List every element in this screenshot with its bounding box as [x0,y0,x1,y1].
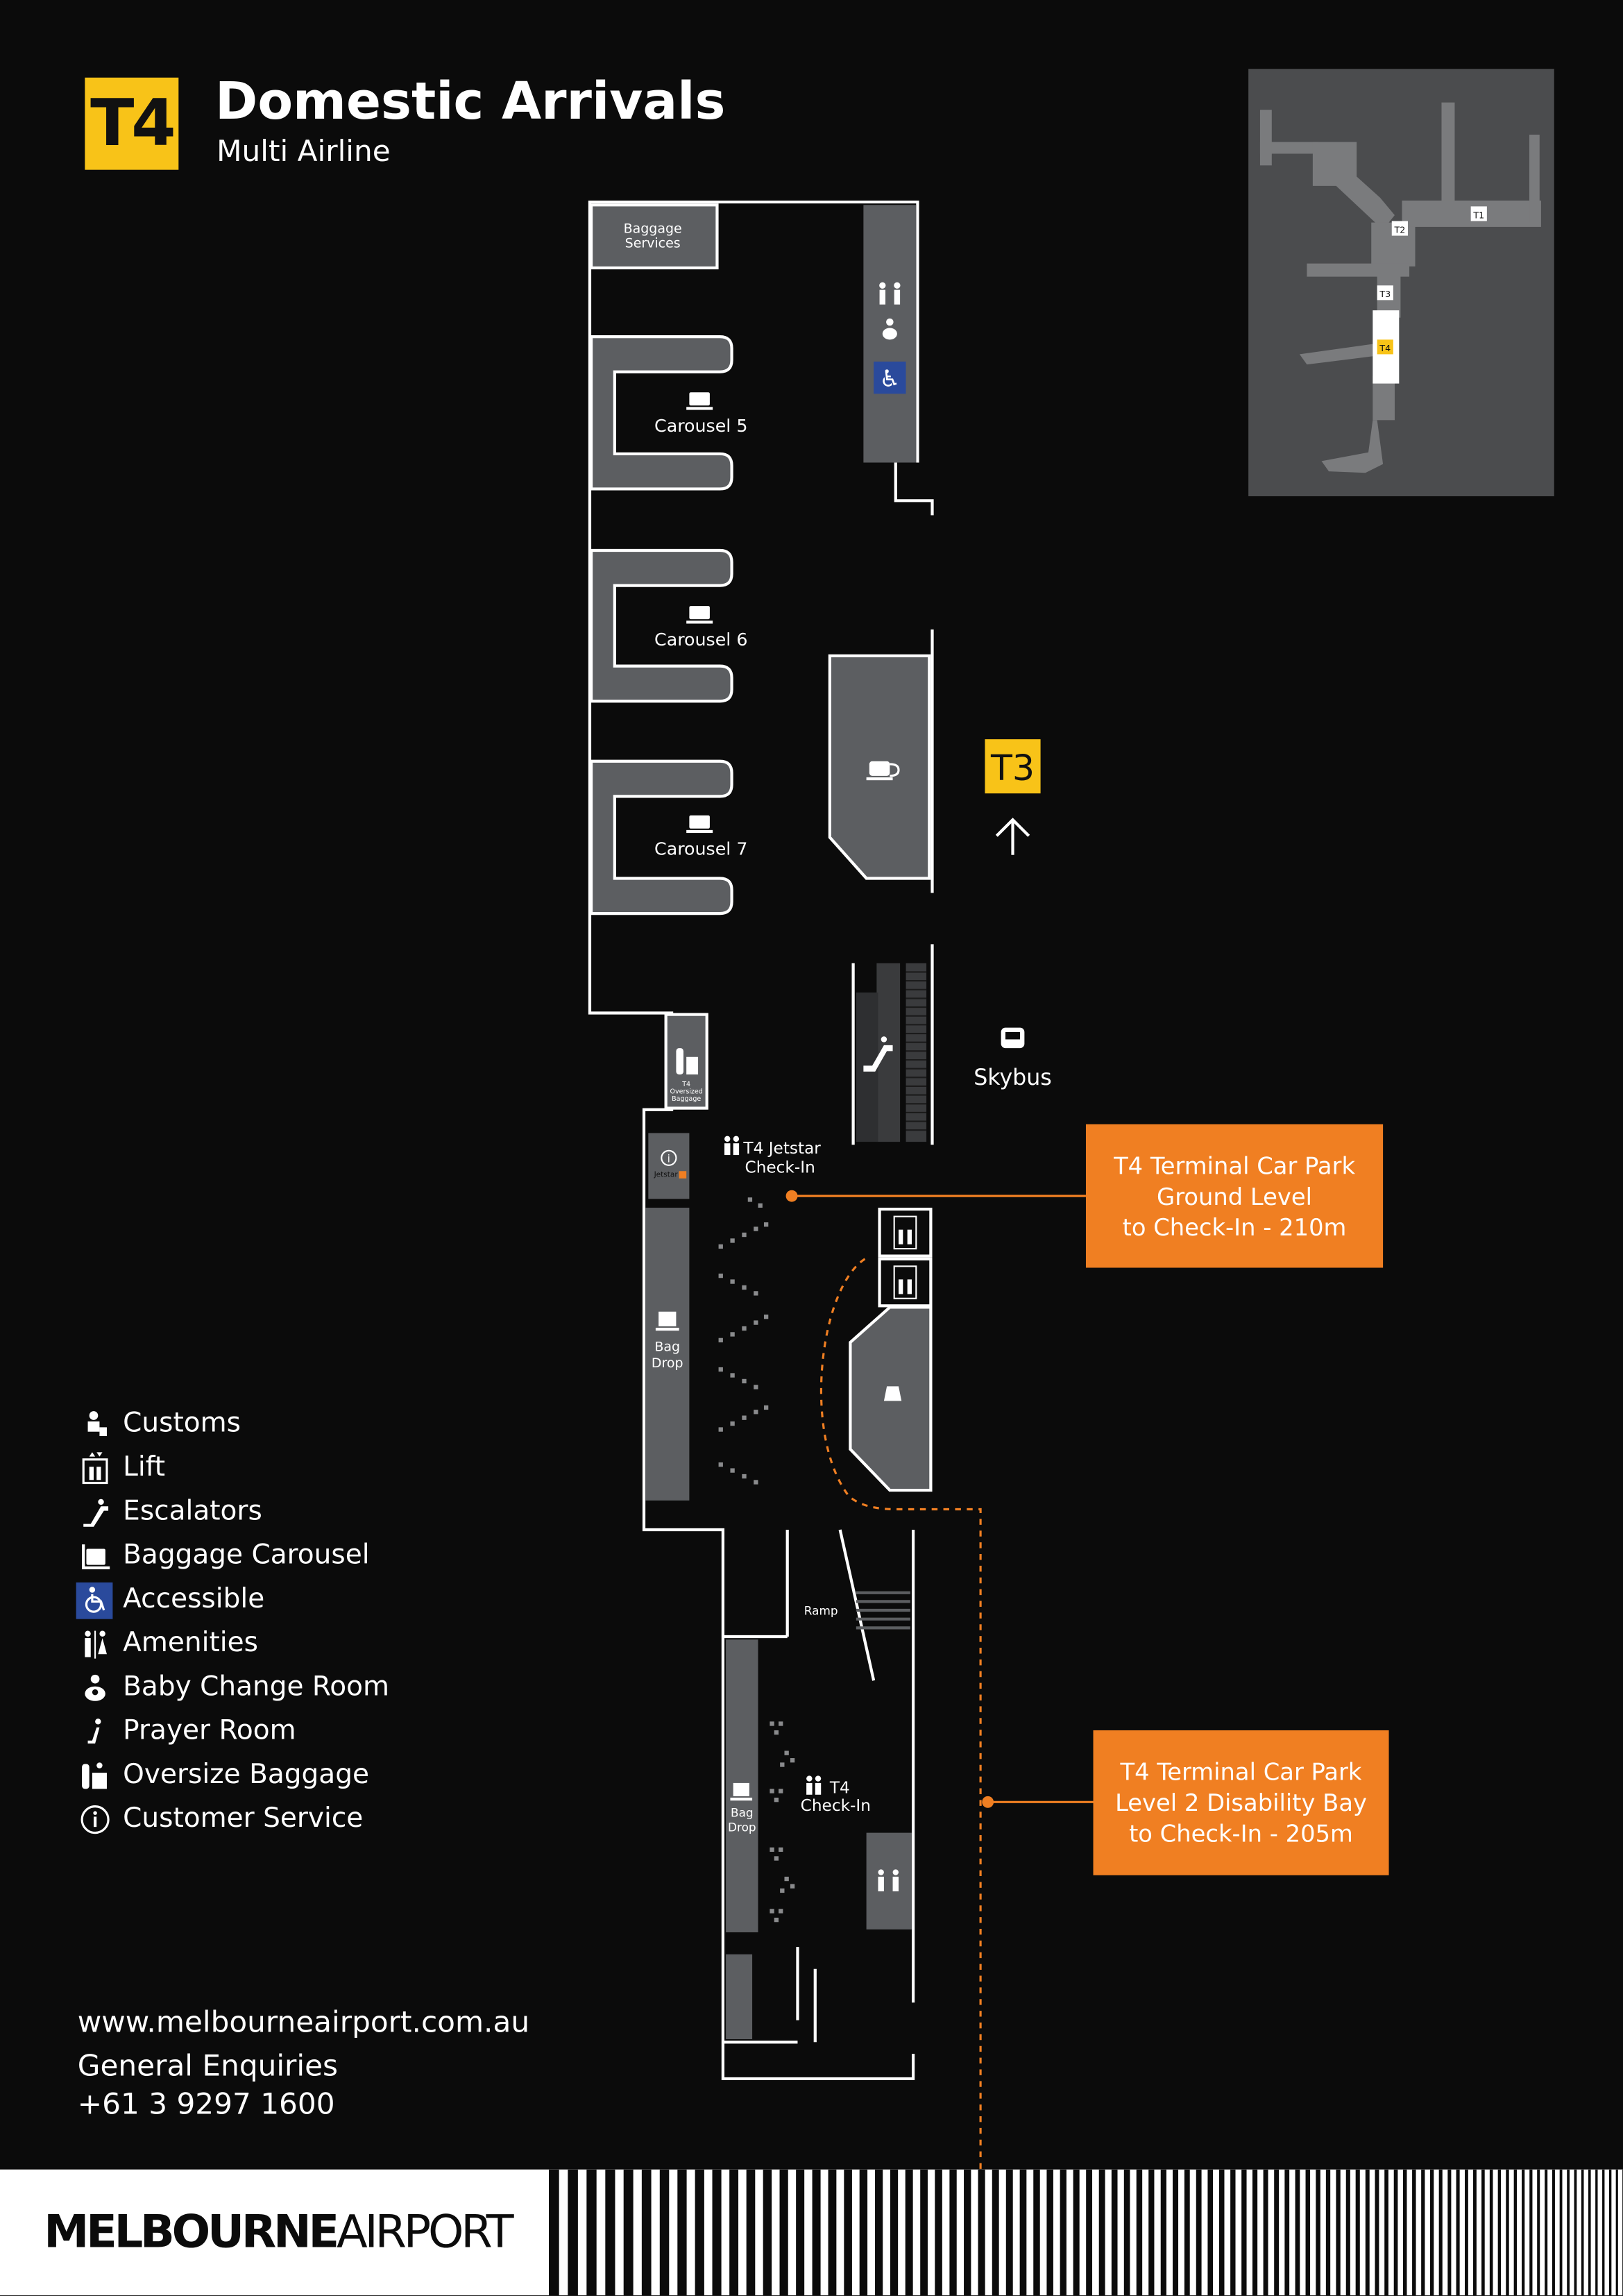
shopping-bag-icon [883,1386,902,1401]
carousel-5 [589,335,733,491]
queue-markers-1 [718,1197,769,1485]
oversize-baggage-icon [76,1757,113,1794]
svg-text:Check-In: Check-In [801,1796,871,1815]
lift-2 [878,1257,933,1308]
enquiries-label: General Enquiries [77,2048,339,2084]
checkin-icon [724,1136,740,1156]
inset-t3-label: T3 [1379,289,1391,299]
baby-change-icon [76,1669,113,1706]
t4-checkin-label: T4 [829,1779,850,1798]
svg-text:T3: T3 [990,748,1035,788]
footer-stripes [548,2169,1623,2296]
logo-light: AIRPORT [336,2206,514,2259]
airport-logo: MELBOURNEAIRPORT [44,2203,514,2261]
jetstar-checkin-label: T4 Jetstar [742,1139,821,1158]
baggage-services-room: Baggage Services [589,203,719,270]
page-subtitle: Multi Airline [216,133,391,169]
lift-icon [76,1450,113,1487]
amenities-icon [76,1626,113,1662]
inset-overview-map: T2 T1 T3 T4 [1248,69,1554,496]
route-box-ground-level: T4 Terminal Car Park Ground Level to Che… [1085,1124,1384,1268]
carousel-7 [589,759,733,915]
prayer-room-icon [76,1714,113,1750]
legend-item: Amenities [76,1622,516,1666]
legend-item: Accessible [76,1578,516,1622]
amenities-room: ♿ [863,205,917,463]
baby-change-icon [882,318,897,340]
svg-text:Oversized: Oversized [670,1088,703,1096]
ramp-label: Ramp [804,1603,838,1617]
website-link[interactable]: www.melbourneairport.com.au [77,2004,530,2039]
inset-t1-label: T1 [1472,210,1484,220]
svg-text:Bag: Bag [731,1805,754,1819]
escalator-icon [863,1036,893,1072]
phone-number[interactable]: +61 3 9297 1600 [77,2086,335,2122]
arrow-up-icon [995,818,1030,855]
carousel-icons [686,392,713,834]
skybus-label: Skybus [974,1065,1052,1090]
contact-info: www.melbourneairport.com.au General Enqu… [78,2002,529,2122]
bag-drop-2: Bag Drop [726,1639,758,2039]
t3-badge [985,739,1041,794]
footer-bar [0,2169,1623,2296]
svg-text:Services: Services [625,235,681,251]
oversize-baggage-room: T4 Oversized Baggage [664,1013,708,1110]
legend-item: Customer Service [76,1798,516,1841]
legend-item: Escalators [76,1490,516,1534]
coffee-icon [866,761,900,781]
lift-1 [878,1208,933,1258]
carousel-6-label: Carousel 6 [654,630,747,650]
svg-text:Bag: Bag [654,1340,680,1355]
logo-bold: MELBOURNE [44,2206,339,2259]
stairs [856,1591,910,1630]
svg-text:Baggage: Baggage [624,221,682,236]
svg-text:i: i [668,1154,670,1165]
accessible-icon [76,1581,113,1619]
legend-item: Baby Change Room [76,1666,516,1710]
queue-markers-2 [770,1721,795,1923]
legend-item: Oversize Baggage [76,1754,516,1798]
skybus-stop: Skybus [974,1027,1052,1090]
svg-text:Baggage: Baggage [672,1095,701,1103]
svg-text:♿: ♿ [879,365,900,392]
cafe-room [828,654,931,880]
svg-text:Drop: Drop [728,1820,756,1834]
carousel-7-label: Carousel 7 [654,839,747,859]
inset-t4-label: T4 [1379,343,1391,353]
t4-checkin-icon [806,1775,822,1795]
carousel-6 [589,548,733,703]
svg-text:T4: T4 [681,1081,690,1088]
svg-text:Jetstar: Jetstar [654,1171,679,1179]
legend-item: Lift [76,1446,516,1490]
customs-icon [76,1406,113,1443]
svg-text:Drop: Drop [652,1356,683,1371]
carousel-5-label: Carousel 5 [654,416,747,436]
legend-item: Prayer Room [76,1710,516,1753]
escalator-icon [76,1494,113,1530]
page-title: Domestic Arrivals [215,73,726,132]
retail-room [849,1306,933,1492]
escalators [856,963,927,1142]
floor-plan: Baggage Services ♿ Carouse [588,200,1094,2170]
amenities-icon [879,282,901,305]
amenities-room-2 [866,1832,912,1930]
terminal-badge: T4 [85,77,179,170]
inset-t2-label: T2 [1393,224,1405,235]
carousel-shapes [589,335,733,915]
route-box-level-2: T4 Terminal Car Park Level 2 Disability … [1093,1730,1389,1875]
route-lines [792,1195,1094,2170]
accessible-icon [874,361,906,394]
customer-service-icon [76,1801,113,1838]
baggage-carousel-icon [76,1538,113,1575]
jetstar-service-desk: i Jetstar [648,1133,690,1199]
bag-drop-1: Bag Drop [645,1208,690,1501]
svg-text:Check-In: Check-In [745,1158,815,1176]
legend: Customs Lift Escalators Baggage Carousel… [76,1403,516,1842]
legend-item: Baggage Carousel [76,1534,516,1578]
legend-item: Customs [76,1403,516,1446]
